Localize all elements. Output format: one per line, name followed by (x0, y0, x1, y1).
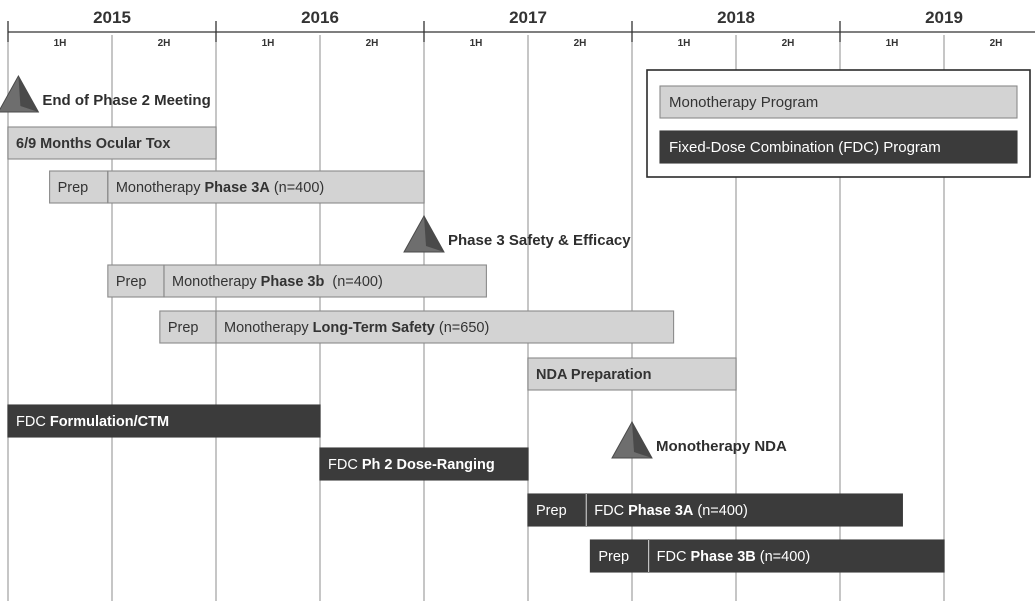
task-label: Prep (536, 503, 567, 519)
task-row: FDC Ph 2 Dose-Ranging (319, 447, 529, 481)
task-row: Prep Monotherapy Phase 3b (n=400) (107, 264, 487, 298)
task-label: NDA Preparation (536, 367, 651, 383)
half-label: 2H (158, 38, 171, 49)
task-row: NDA Preparation (527, 357, 737, 391)
year-label: 2016 (301, 8, 339, 27)
task-label: Prep (168, 320, 199, 336)
milestone-label: Phase 3 Safety & Efficacy (448, 232, 631, 249)
half-label: 1H (886, 38, 899, 49)
task-label: Monotherapy Long-Term Safety (n=650) (224, 320, 489, 336)
task-label: FDC Formulation/CTM (16, 414, 169, 430)
legend-label: Fixed-Dose Combination (FDC) Program (669, 139, 941, 156)
task-bar (648, 539, 945, 573)
half-label: 1H (262, 38, 275, 49)
task-bar (7, 404, 321, 438)
half-label: 1H (54, 38, 67, 49)
time-axis: 2015 1H 2H 2016 1H 2H 2017 1H 2H 2018 1H 2H 2019 1H 2H (7, 8, 1035, 49)
task-label: Prep (598, 549, 629, 565)
task-label: FDC Phase 3B (n=400) (657, 549, 811, 565)
milestone-shade (632, 422, 652, 458)
task-bar (107, 170, 425, 204)
half-label: 2H (990, 38, 1003, 49)
milestone-label: End of Phase 2 Meeting (42, 92, 210, 109)
milestone: End of Phase 2 Meeting (0, 74, 211, 113)
legend-swatch-mono (659, 85, 1018, 119)
milestone-label: Monotherapy NDA (656, 438, 787, 455)
task-row: Prep Monotherapy Long-Term Safety (n=650) (159, 310, 675, 344)
task-label: FDC Phase 3A (n=400) (594, 503, 748, 519)
half-label: 2H (574, 38, 587, 49)
year-label: 2015 (93, 8, 131, 27)
task-label: Prep (116, 274, 147, 290)
task-row: Prep Monotherapy Phase 3A (n=400) (49, 170, 425, 204)
task-row: FDC Formulation/CTM (7, 404, 321, 438)
task-bar (585, 493, 903, 527)
legend-swatch-fdc (659, 130, 1018, 164)
task-label: 6/9 Months Ocular Tox (16, 136, 170, 152)
task-label: Monotherapy Phase 3b (n=400) (172, 274, 383, 290)
task-label: Monotherapy Phase 3A (n=400) (116, 180, 324, 196)
task-bar (319, 447, 529, 481)
year-label: 2017 (509, 8, 547, 27)
task-bar (527, 493, 587, 527)
task-row: 6/9 Months Ocular Tox (7, 126, 217, 160)
milestone: Monotherapy NDA (611, 420, 787, 459)
task-row: Prep FDC Phase 3B (n=400) (589, 539, 945, 573)
task-label: Prep (58, 180, 89, 196)
task-bar (159, 310, 217, 344)
task-label: FDC Ph 2 Dose-Ranging (328, 457, 495, 473)
legend-label: Monotherapy Program (669, 94, 818, 111)
year-label: 2019 (925, 8, 963, 27)
task-bar (7, 126, 217, 160)
milestone-shade (18, 76, 39, 112)
milestone: Phase 3 Safety & Efficacy (403, 214, 631, 253)
half-label: 1H (470, 38, 483, 49)
milestone-shade (424, 216, 444, 252)
task-bar (49, 170, 109, 204)
task-bar (215, 310, 675, 344)
half-label: 1H (678, 38, 691, 49)
task-row: Prep FDC Phase 3A (n=400) (527, 493, 903, 527)
half-label: 2H (366, 38, 379, 49)
task-bar (163, 264, 487, 298)
year-label: 2018 (717, 8, 755, 27)
half-label: 2H (782, 38, 795, 49)
task-bar (527, 357, 737, 391)
task-bar (589, 539, 650, 573)
